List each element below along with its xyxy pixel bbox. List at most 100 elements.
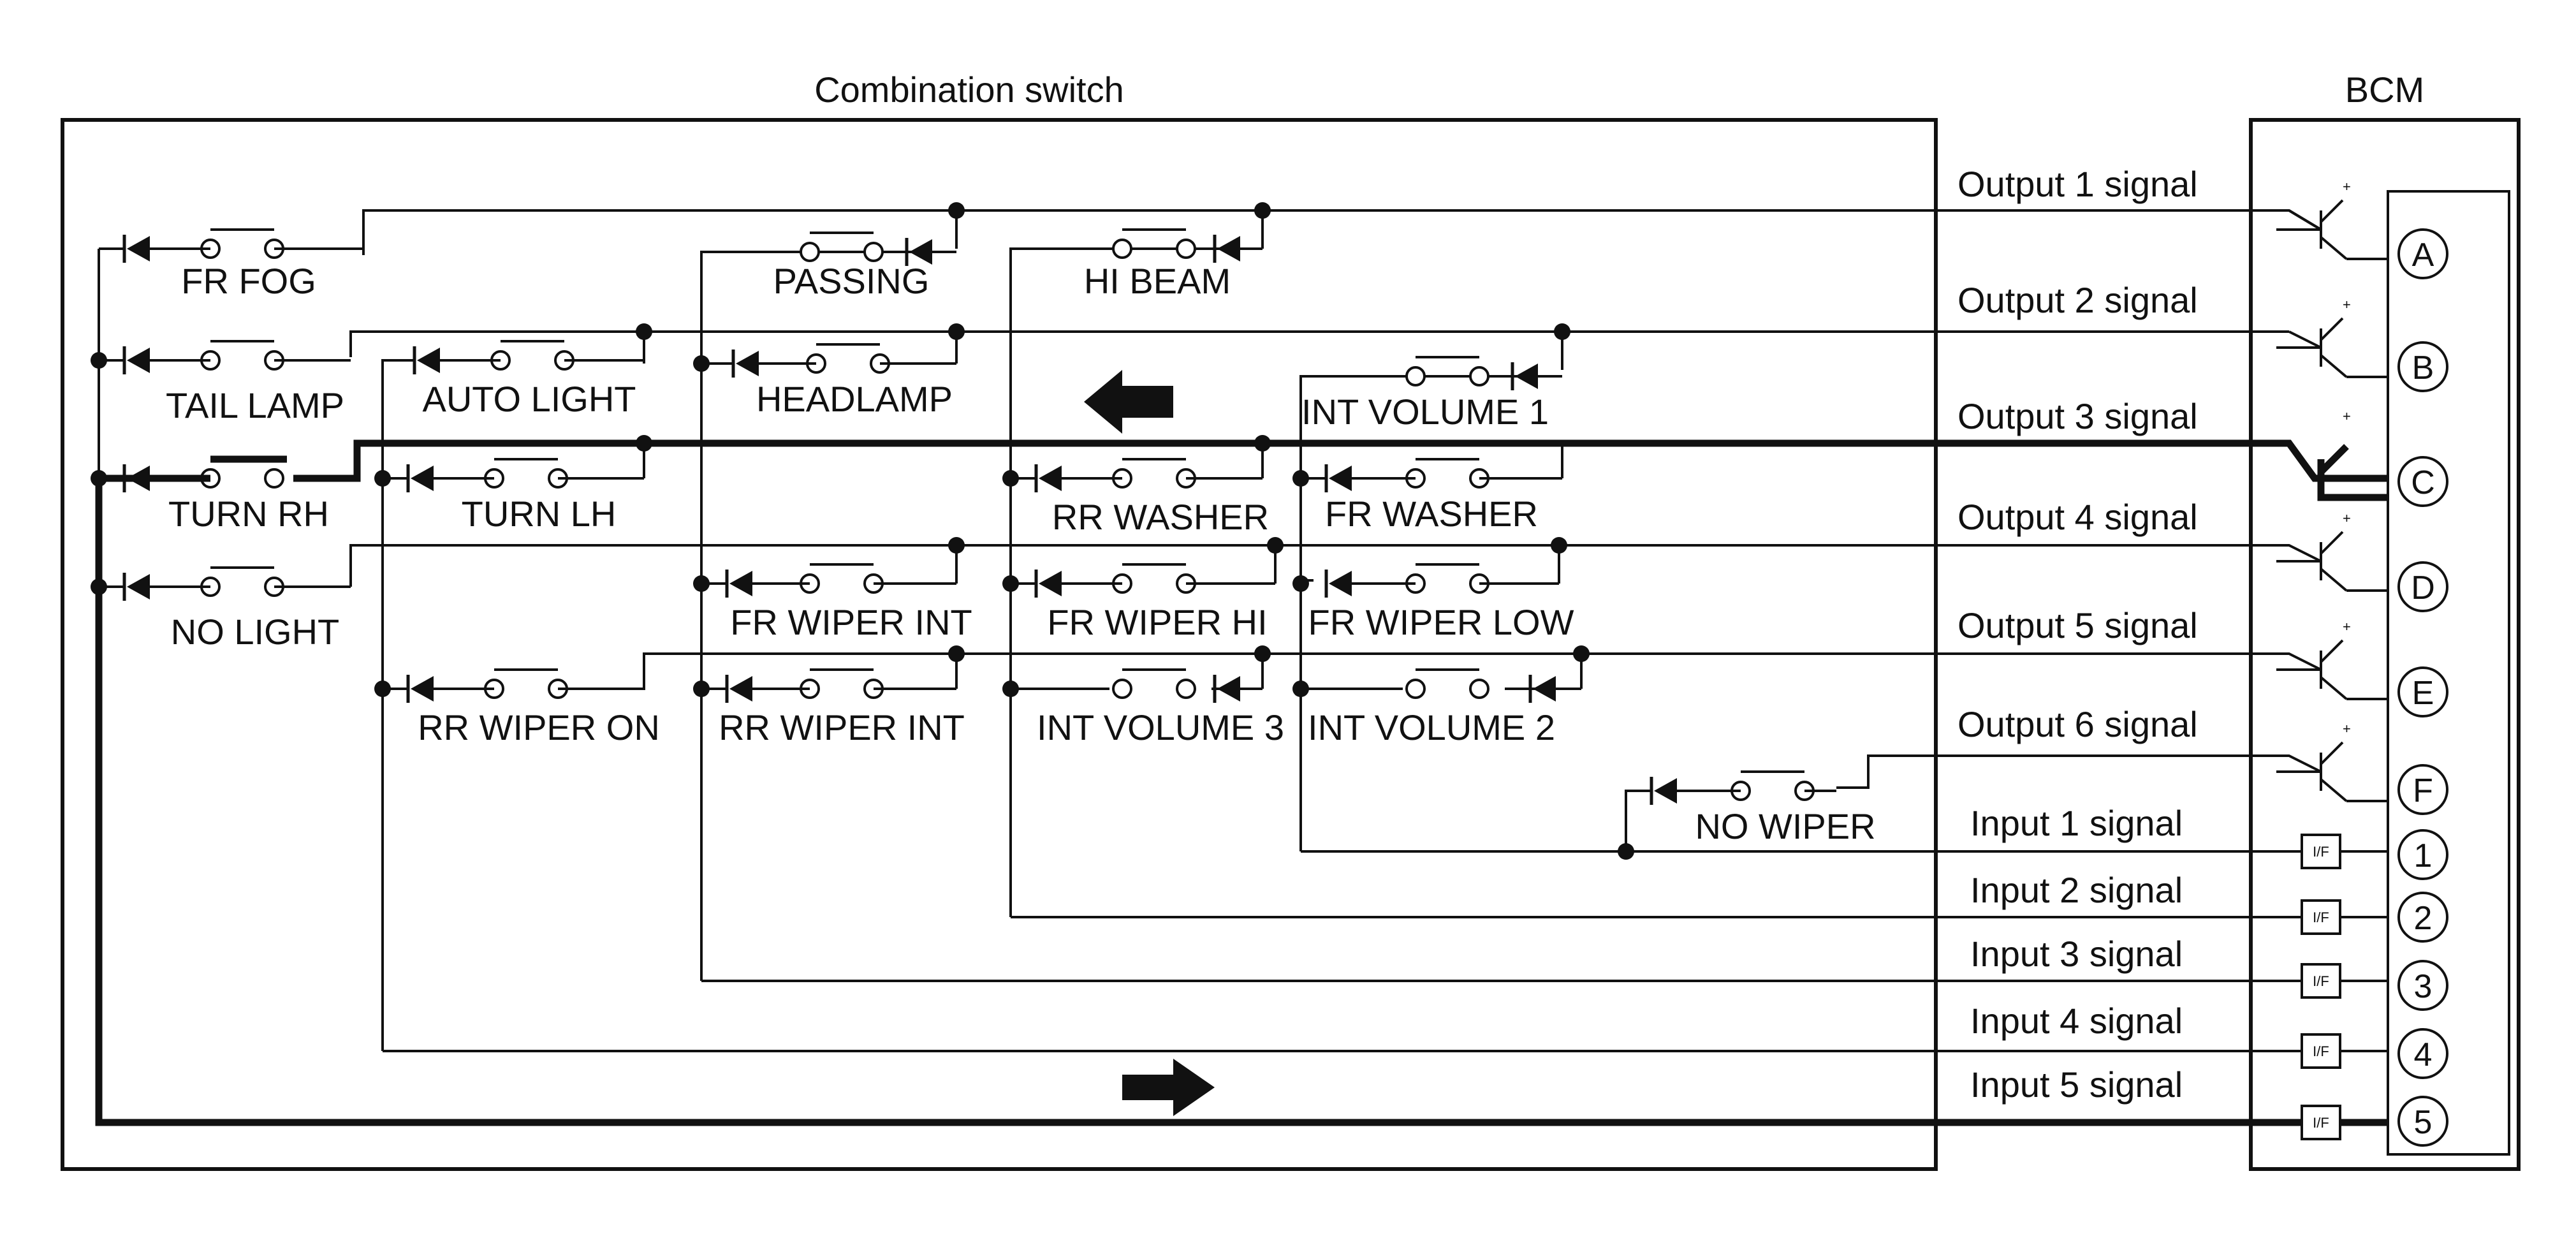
- int-volume-1-label: INT VOLUME 1: [1301, 392, 1549, 432]
- switch-no-light: NO LIGHT: [124, 566, 351, 652]
- switch-rr-wiper-int: RR WIPER INT: [701, 668, 965, 747]
- output-5-label: Output 5 signal: [1958, 605, 2198, 645]
- svg-text:C: C: [2411, 464, 2435, 501]
- fr-wiper-int-label: FR WIPER INT: [730, 602, 972, 642]
- combination-switch-title: Combination switch: [814, 70, 1124, 110]
- output-2-label: Output 2 signal: [1958, 280, 2198, 320]
- input-5-label: Input 5 signal: [1970, 1064, 2183, 1105]
- bcm-box: [2249, 118, 2521, 1171]
- switch-no-wiper: NO WIPER: [1651, 770, 1876, 846]
- fr-wiper-hi-label: FR WIPER HI: [1047, 602, 1267, 642]
- svg-text:+: +: [2343, 510, 2351, 526]
- switch-tail-lamp: TAIL LAMP: [124, 340, 351, 425]
- svg-text:D: D: [2411, 570, 2435, 607]
- switch-fr-wiper-hi: FR WIPER HI: [1011, 563, 1275, 642]
- hi-beam-label: HI BEAM: [1084, 261, 1231, 301]
- terminal-2: 2: [2397, 892, 2448, 943]
- headlamp-label: HEADLAMP: [756, 379, 953, 419]
- combination-switch-box: [61, 118, 1938, 1171]
- svg-text:2: 2: [2414, 900, 2433, 937]
- output-6-label: Output 6 signal: [1958, 704, 2198, 744]
- rr-wiper-on-label: RR WIPER ON: [418, 707, 660, 747]
- bcm-terminal-block: [2387, 190, 2510, 1156]
- output-4-label: Output 4 signal: [1958, 497, 2198, 537]
- signal-labels: Output 1 signal Output 2 signal Output 3…: [1958, 164, 2198, 1105]
- input-3-label: Input 3 signal: [1970, 934, 2183, 974]
- switch-passing: PASSING: [773, 232, 956, 301]
- svg-text:E: E: [2412, 675, 2434, 712]
- terminal-c: C: [2397, 456, 2448, 507]
- right-flow-arrow: [1122, 1059, 1215, 1116]
- transistor-c: +: [2317, 408, 2388, 501]
- terminal-b: B: [2397, 341, 2448, 392]
- input-2-label: Input 2 signal: [1970, 870, 2183, 910]
- terminal-a: A: [2397, 228, 2448, 279]
- int-volume-2-label: INT VOLUME 2: [1308, 707, 1555, 747]
- turn-lh-label: TURN LH: [462, 494, 617, 534]
- bcm-title: BCM: [2345, 70, 2424, 110]
- switch-fr-wiper-low: FR WIPER LOW: [1308, 563, 1574, 642]
- if-box-2: I/F: [2301, 899, 2341, 935]
- auto-light-label: AUTO LIGHT: [422, 379, 636, 419]
- svg-text:I/F: I/F: [2313, 973, 2329, 989]
- terminal-3: 3: [2397, 960, 2448, 1011]
- transistor-e: +: [2275, 619, 2388, 700]
- svg-text:+: +: [2343, 408, 2351, 424]
- switch-headlamp: HEADLAMP: [701, 343, 956, 419]
- input-1-label: Input 1 signal: [1970, 803, 2183, 843]
- output-3-label: Output 3 signal: [1958, 396, 2198, 436]
- svg-text:+: +: [2343, 619, 2351, 635]
- switch-int-volume-2: INT VOLUME 2: [1308, 668, 1581, 747]
- switch-rr-washer: RR WASHER: [1011, 458, 1269, 537]
- if-box-1: I/F: [2301, 834, 2341, 869]
- fr-wiper-low-label: FR WIPER LOW: [1308, 602, 1574, 642]
- svg-text:1: 1: [2414, 837, 2433, 874]
- svg-text:I/F: I/F: [2313, 844, 2329, 860]
- switch-int-volume-3: INT VOLUME 3: [1011, 668, 1284, 747]
- bcm-output-transistors: + + + + + +: [2275, 179, 2388, 802]
- switch-rr-wiper-on: RR WIPER ON: [383, 654, 660, 747]
- switch-int-volume-1: INT VOLUME 1: [1301, 356, 1549, 432]
- int-volume-3-label: INT VOLUME 3: [1037, 707, 1284, 747]
- svg-text:+: +: [2343, 721, 2351, 737]
- svg-text:B: B: [2412, 349, 2434, 386]
- wires: [95, 209, 2388, 1126]
- switch-turn-rh: TURN RH: [99, 455, 329, 534]
- if-box-3: I/F: [2301, 963, 2341, 999]
- switch-fr-wiper-int: FR WIPER INT: [701, 563, 972, 642]
- transistor-d: +: [2275, 510, 2388, 592]
- terminal-e: E: [2397, 666, 2448, 717]
- no-light-label: NO LIGHT: [171, 612, 339, 652]
- svg-text:I/F: I/F: [2313, 909, 2329, 925]
- terminal-f: F: [2397, 764, 2448, 815]
- bcm-interface-boxes: I/F I/F I/F I/F I/F: [2301, 834, 2341, 1140]
- switch-fr-washer: FR WASHER: [1301, 446, 1563, 534]
- junction-dots: [91, 202, 1634, 860]
- rr-wiper-int-label: RR WIPER INT: [719, 707, 965, 747]
- passing-label: PASSING: [773, 261, 930, 301]
- fr-fog-label: FR FOG: [181, 261, 316, 301]
- terminal-4: 4: [2397, 1028, 2448, 1079]
- fr-washer-label: FR WASHER: [1325, 494, 1538, 534]
- svg-text:5: 5: [2414, 1104, 2433, 1141]
- terminal-5: 5: [2397, 1096, 2448, 1147]
- svg-text:3: 3: [2414, 968, 2433, 1005]
- transistor-b: +: [2275, 297, 2388, 378]
- svg-text:I/F: I/F: [2313, 1115, 2329, 1131]
- switch-hi-beam: HI BEAM: [1084, 228, 1262, 301]
- no-wiper-label: NO WIPER: [1695, 806, 1875, 846]
- turn-rh-label: TURN RH: [168, 494, 329, 534]
- svg-text:+: +: [2343, 297, 2351, 313]
- terminal-d: D: [2397, 561, 2448, 612]
- if-box-5: I/F: [2301, 1105, 2341, 1140]
- switch-turn-lh: TURN LH: [383, 458, 644, 534]
- transistor-a: +: [2275, 179, 2388, 260]
- left-flow-arrow: [1084, 370, 1173, 434]
- svg-text:F: F: [2413, 772, 2433, 809]
- if-box-4: I/F: [2301, 1033, 2341, 1069]
- tail-lamp-label: TAIL LAMP: [166, 385, 344, 425]
- svg-text:+: +: [2343, 179, 2351, 195]
- switch-fr-fog: FR FOG: [124, 228, 363, 301]
- terminal-1: 1: [2397, 829, 2448, 880]
